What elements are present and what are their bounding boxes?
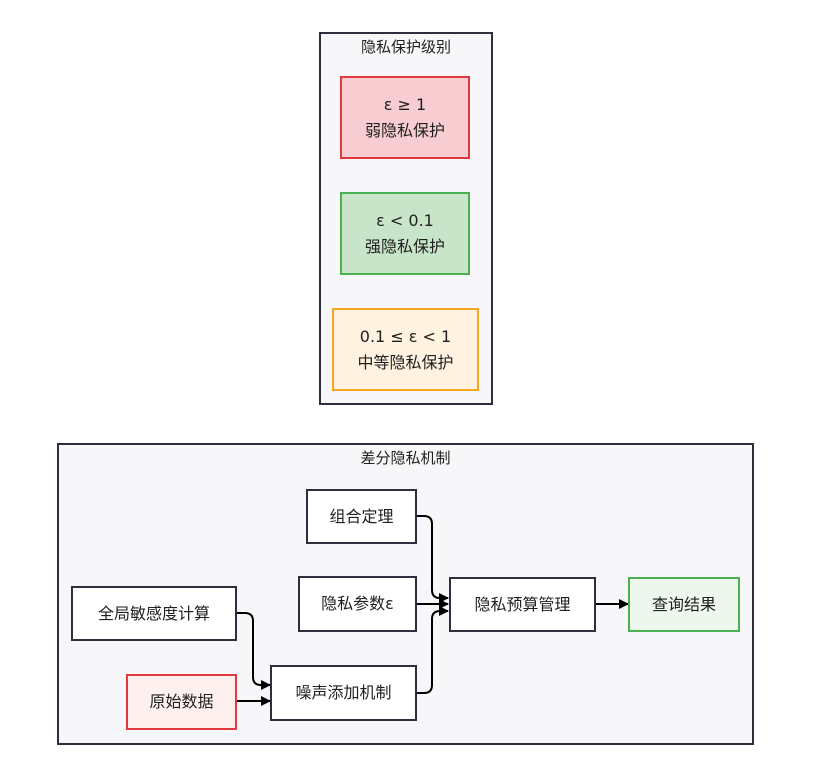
medium-privacy-label: 中等隐私保护	[357, 352, 454, 372]
medium-privacy-node[interactable]: 0.1 ≤ ε < 1 中等隐私保护	[332, 308, 479, 391]
strong-privacy-node[interactable]: ε < 0.1 强隐私保护	[340, 192, 470, 275]
noise-addition-label: 噪声添加机制	[295, 683, 392, 702]
mechanism-title: 差分隐私机制	[360, 449, 451, 467]
edge-composition-to-budget	[417, 515, 449, 603]
weak-privacy-label: 弱隐私保护	[364, 120, 445, 140]
edge-sensitivity-to-noise	[237, 612, 271, 690]
privacy-levels-title: 隐私保护级别	[360, 38, 451, 56]
weak-privacy-node[interactable]: ε ≥ 1 弱隐私保护	[340, 76, 470, 159]
query-result-node[interactable]: 查询结果	[628, 577, 740, 632]
raw-data-label: 原始数据	[149, 692, 214, 711]
raw-data-node[interactable]: 原始数据	[126, 674, 237, 730]
privacy-budget-node[interactable]: 隐私预算管理	[449, 577, 596, 632]
composition-theorem-label: 组合定理	[329, 506, 394, 526]
privacy-budget-label: 隐私预算管理	[474, 594, 571, 614]
global-sensitivity-node[interactable]: 全局敏感度计算	[71, 586, 237, 641]
edge-noise-to-budget	[417, 606, 449, 694]
global-sensitivity-label: 全局敏感度计算	[97, 603, 210, 623]
weak-privacy-epsilon: ε ≥ 1	[383, 94, 427, 114]
privacy-epsilon-label: 隐私参数ε	[321, 594, 394, 613]
noise-addition-node[interactable]: 噪声添加机制	[270, 665, 417, 721]
strong-privacy-epsilon: ε < 0.1	[376, 210, 434, 230]
composition-theorem-node[interactable]: 组合定理	[306, 489, 417, 544]
privacy-epsilon-node[interactable]: 隐私参数ε	[298, 576, 417, 632]
query-result-label: 查询结果	[651, 594, 716, 614]
strong-privacy-label: 强隐私保护	[364, 236, 445, 256]
medium-privacy-epsilon: 0.1 ≤ ε < 1	[359, 326, 452, 346]
